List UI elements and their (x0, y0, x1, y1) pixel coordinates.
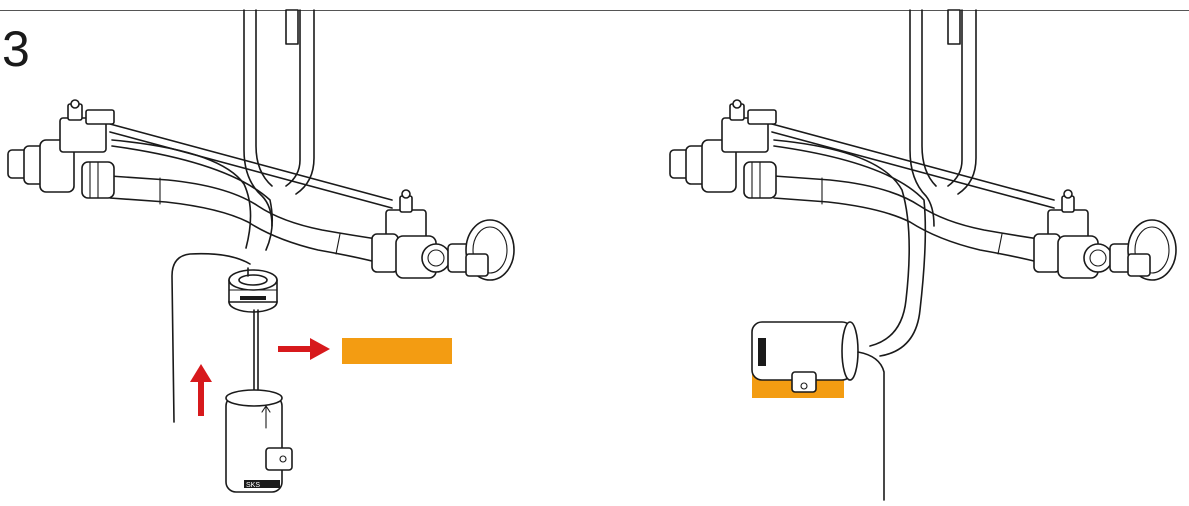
top-rule (0, 10, 1189, 11)
right-panel (669, 9, 1177, 501)
insert-arrow (190, 364, 212, 416)
sensor-unit-horizontal (751, 321, 859, 393)
cable-gland (228, 269, 278, 313)
tape-arrow (278, 338, 330, 360)
left-panel: SKS (7, 9, 515, 493)
loose-cable (171, 252, 251, 423)
tank-outline (243, 9, 315, 227)
sensor-brand-mark-left: SKS (246, 482, 260, 489)
hanging-cable (857, 351, 885, 501)
tap-valve-right (1033, 189, 1177, 281)
inlet-valve-right (669, 99, 777, 199)
adhesive-tape (342, 338, 452, 364)
tank-outline-right (909, 9, 977, 227)
water-pipe-right (773, 175, 1047, 263)
sensor-unit-vertical: SKS (225, 389, 293, 493)
control-wires-right (771, 123, 1055, 357)
water-pipe (109, 175, 385, 263)
tap-valve-left (371, 189, 515, 281)
control-wires (109, 123, 393, 251)
inlet-valve-left (7, 99, 115, 199)
step-number: 3 (2, 21, 30, 77)
